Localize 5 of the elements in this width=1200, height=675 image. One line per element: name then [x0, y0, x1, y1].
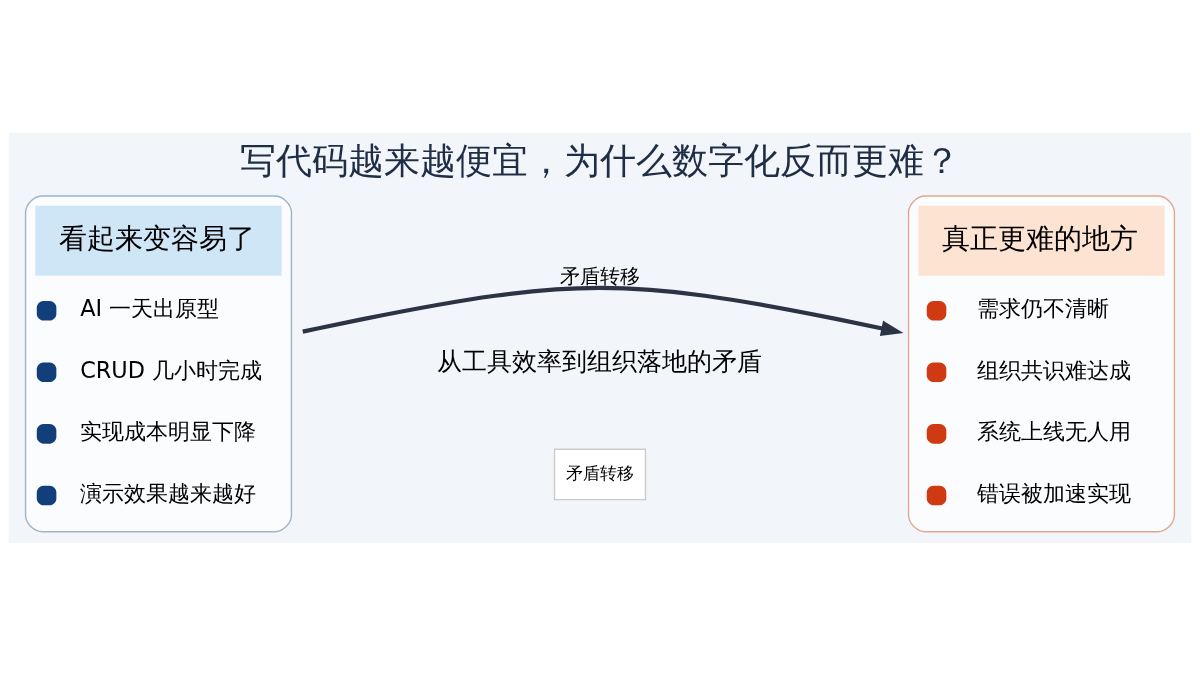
- label: 矛盾转移: [566, 462, 634, 483]
- arrow: [302, 285, 904, 336]
- edge-label: 矛盾转移: [560, 264, 640, 288]
- label: 从工具效率到组织落地的矛盾: [437, 346, 763, 376]
- diagram-title: 写代码越来越便宜，为什么数字化反而更难？: [240, 138, 960, 182]
